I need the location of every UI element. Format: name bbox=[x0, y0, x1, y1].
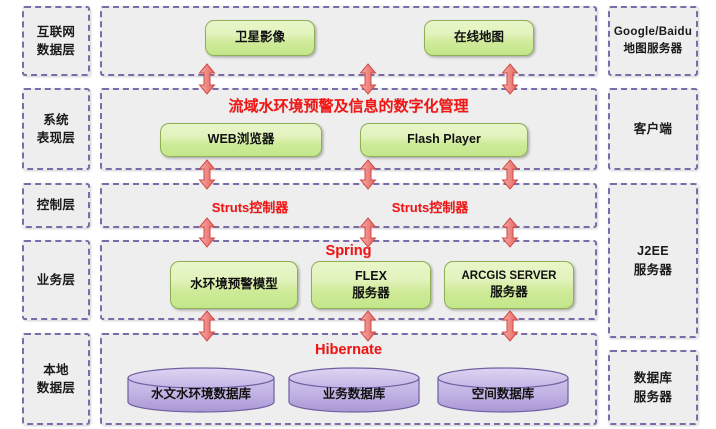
layer-label-text: 控制层 bbox=[37, 196, 75, 214]
node-label: WEB浏览器 bbox=[207, 132, 275, 147]
arrow-control-to-business-left bbox=[198, 217, 216, 248]
node-arcgis-server[interactable]: ARCGIS SERVER 服务器 bbox=[444, 261, 574, 309]
node-label: 在线地图 bbox=[453, 30, 504, 45]
struts-controller-left-label: Struts控制器 bbox=[211, 200, 289, 215]
node-satellite-imagery[interactable]: 卫星影像 bbox=[205, 20, 315, 56]
layer-label-text: 系统 表现层 bbox=[37, 111, 75, 147]
layer-label-business-layer: 业务层 bbox=[22, 240, 90, 320]
arrow-presentation-to-control-center bbox=[359, 159, 377, 190]
database-spatial-db[interactable]: 空间数据库 bbox=[437, 367, 569, 413]
label-line: J2EE bbox=[637, 244, 669, 259]
layer-label-control-layer: 控制层 bbox=[22, 183, 90, 228]
cylinder-shape bbox=[288, 367, 420, 413]
database-hydrology-water-env-db[interactable]: 水文水环境数据库 bbox=[127, 367, 275, 413]
layer-target-client: 客户端 bbox=[608, 88, 698, 170]
cylinder-shape bbox=[127, 367, 275, 413]
layer-label-text: 互联网 数据层 bbox=[37, 23, 75, 59]
control-layer-container bbox=[100, 183, 597, 228]
layer-label-internet-data-layer: 互联网 数据层 bbox=[22, 6, 90, 76]
spring-framework-label: Spring bbox=[325, 243, 372, 259]
layer-target-map-server: Google/Baidu 地图服务器 bbox=[608, 6, 698, 76]
arrow-presentation-to-control-right bbox=[501, 159, 519, 190]
arrow-business-to-data-center bbox=[359, 310, 377, 342]
arrow-presentation-to-control-left bbox=[198, 159, 216, 190]
node-label: FLEX 服务器 bbox=[352, 268, 390, 301]
node-label: 卫星影像 bbox=[234, 30, 285, 45]
layer-target-j2ee-server: J2EE 服务器 bbox=[608, 183, 698, 338]
layer-target-text: 数据库 服务器 bbox=[634, 369, 672, 405]
label-line: 数据层 bbox=[36, 43, 76, 57]
layer-target-text: J2EE 服务器 bbox=[634, 242, 672, 278]
arrow-control-to-business-right bbox=[501, 217, 519, 248]
layer-label-text: 本地 数据层 bbox=[37, 361, 75, 397]
struts-controller-right-label: Struts控制器 bbox=[391, 200, 469, 215]
node-flex-server[interactable]: FLEX 服务器 bbox=[311, 261, 431, 309]
node-label: Flash Player bbox=[407, 132, 481, 147]
label-line: 数据层 bbox=[36, 381, 76, 395]
label-line: 业务层 bbox=[36, 272, 76, 287]
arrow-business-to-data-right bbox=[501, 310, 519, 342]
node-label: ARCGIS SERVER 服务器 bbox=[461, 270, 557, 300]
layer-target-text: 客户端 bbox=[634, 120, 672, 138]
arrow-internet-to-presentation-right bbox=[501, 63, 519, 95]
system-title: 流域水环境预警及信息的数字化管理 bbox=[228, 98, 469, 115]
node-online-map[interactable]: 在线地图 bbox=[424, 20, 534, 56]
label-line: 表现层 bbox=[36, 131, 76, 145]
layer-target-text: Google/Baidu 地图服务器 bbox=[614, 24, 692, 57]
label-line: 客户端 bbox=[633, 121, 673, 136]
node-water-env-warning-model[interactable]: 水环境预警模型 bbox=[170, 261, 298, 309]
layer-target-database-server: 数据库 服务器 bbox=[608, 350, 698, 425]
arrow-control-to-business-center bbox=[359, 217, 377, 248]
layer-label-local-data-layer: 本地 数据层 bbox=[22, 333, 90, 425]
label-line: 控制层 bbox=[36, 198, 76, 213]
node-flash-player[interactable]: Flash Player bbox=[360, 123, 528, 157]
label-line: 本地 bbox=[43, 362, 69, 377]
label-line: 系统 bbox=[43, 112, 69, 127]
arrow-business-to-data-left bbox=[198, 310, 216, 342]
label-line: Google/Baidu bbox=[613, 26, 693, 39]
arrow-internet-to-presentation-center bbox=[359, 63, 377, 95]
database-business-db[interactable]: 业务数据库 bbox=[288, 367, 420, 413]
node-web-browser[interactable]: WEB浏览器 bbox=[160, 123, 322, 157]
label-line: 服务器 bbox=[633, 262, 673, 277]
layer-label-text: 业务层 bbox=[37, 271, 75, 289]
layer-label-system-presentation-layer: 系统 表现层 bbox=[22, 88, 90, 170]
hibernate-framework-label: Hibernate bbox=[315, 342, 382, 358]
label-line: 互联网 bbox=[36, 24, 76, 39]
cylinder-shape bbox=[437, 367, 569, 413]
label-line: 地图服务器 bbox=[623, 43, 683, 55]
label-line: 数据库 bbox=[633, 371, 673, 386]
label-line: 服务器 bbox=[633, 389, 673, 404]
node-label: 水环境预警模型 bbox=[190, 277, 278, 292]
arrow-internet-to-presentation-left bbox=[198, 63, 216, 95]
